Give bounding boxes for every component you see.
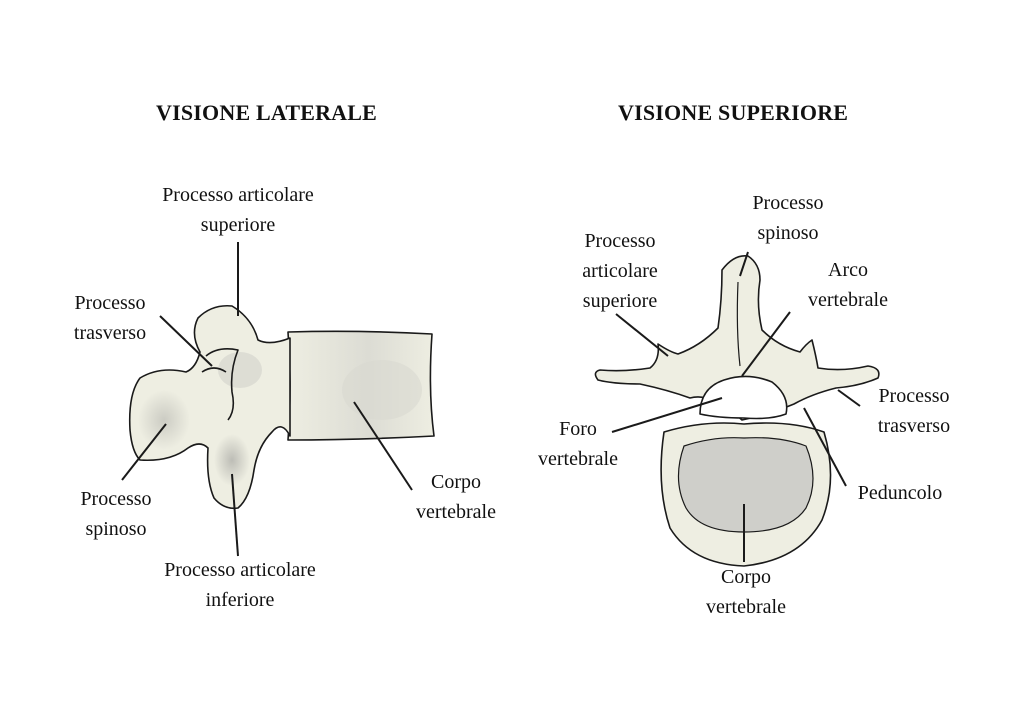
superior-vertebral-foramen (699, 375, 788, 420)
superior-view-title: VISIONE SUPERIORE (618, 100, 849, 125)
leader-lat-transverse (159, 315, 213, 367)
leader-lat-spinous (121, 423, 167, 481)
leader-sup-spinous (739, 251, 749, 277)
leader-lat-inf-articular (231, 473, 239, 557)
lateral-leaders (121, 242, 413, 557)
superior-body-core (677, 437, 814, 533)
lateral-view-title: VISIONE LATERALE (156, 100, 378, 125)
leader-sup-sup-articular (615, 313, 669, 357)
superior-vertebra (594, 254, 880, 567)
leader-sup-arch (741, 311, 791, 377)
superior-leaders (611, 251, 861, 562)
leader-sup-transverse (837, 389, 861, 407)
leader-lat-body (353, 401, 413, 491)
leader-sup-foramen (611, 397, 723, 433)
superior-arch (594, 254, 880, 421)
lateral-vertebra (128, 304, 435, 510)
leader-sup-pedicle (803, 407, 847, 487)
label-sup-pedicle: Peduncolo (857, 482, 943, 504)
